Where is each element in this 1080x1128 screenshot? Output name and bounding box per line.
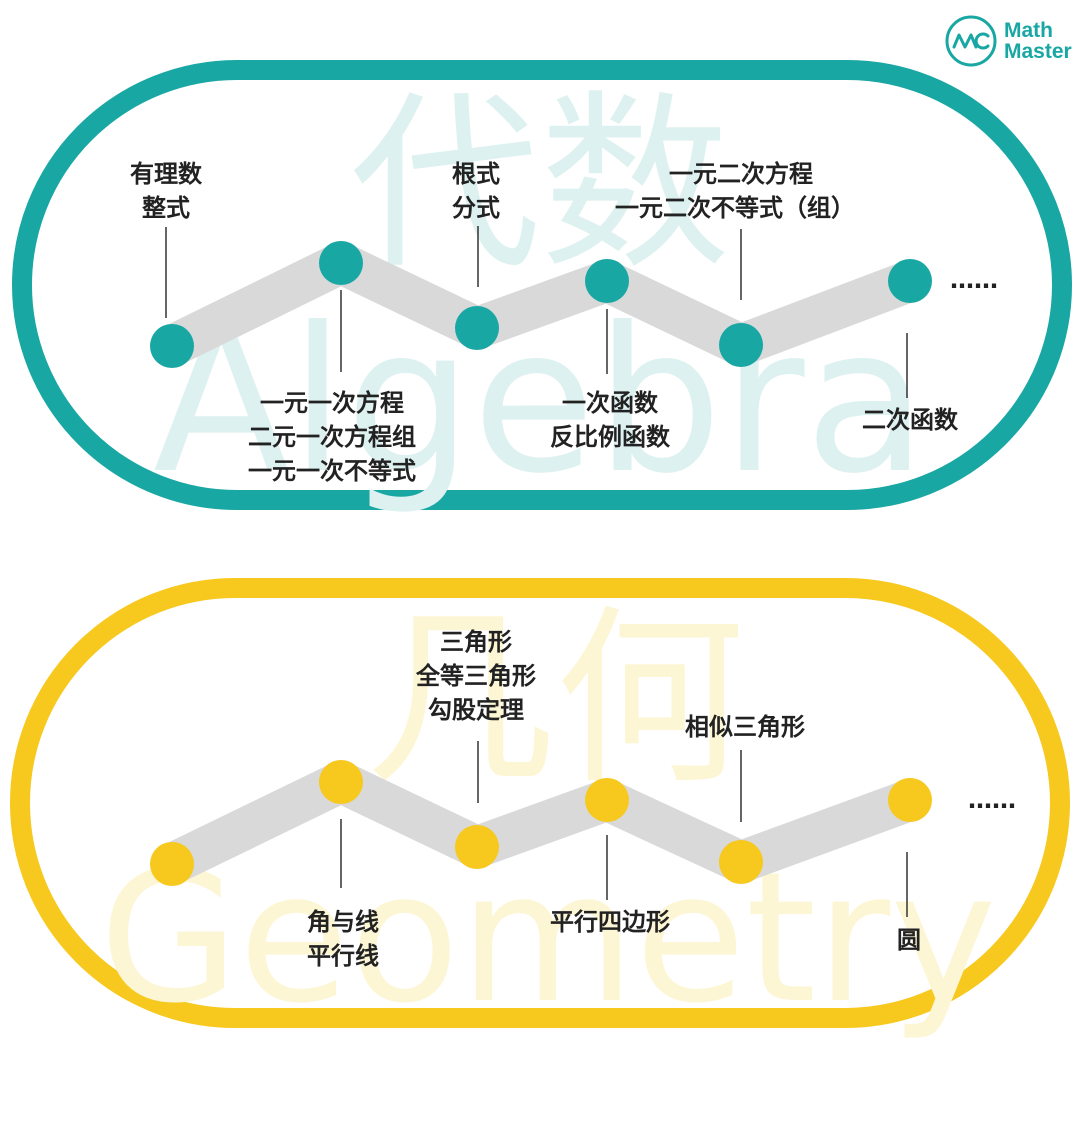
algebra-ellipsis: …… — [950, 266, 998, 294]
algebra-track — [151, 242, 931, 367]
label-triangles: 三角形 — [440, 628, 512, 656]
brand-name: Math Master — [1004, 20, 1072, 62]
geometry-nodes — [150, 760, 932, 886]
algebra-node — [319, 241, 363, 285]
algebra-node — [455, 306, 499, 350]
algebra-watermark-cn: 代数 — [350, 74, 730, 295]
mathmaster-logo-icon — [945, 15, 997, 67]
geometry-ellipsis: …… — [968, 786, 1016, 814]
algebra-node — [888, 259, 932, 303]
geometry-node — [719, 840, 763, 884]
geometry-panel: 几何 Geometry …… 角与线 平行线 三角形 全等三角形 勾股定理 平行… — [10, 578, 1070, 1043]
geometry-node — [319, 760, 363, 804]
label-quadratic-function: 二次函数 — [862, 406, 959, 434]
label-linear-inequality: 一元一次不等式 — [248, 457, 416, 485]
label-linear-system: 二元一次方程组 — [248, 423, 416, 451]
label-quadratic-equation: 一元二次方程 — [669, 160, 813, 188]
label-fractions: 分式 — [452, 194, 500, 222]
label-angles-and-lines: 角与线 — [307, 908, 379, 936]
algebra-node — [719, 323, 763, 367]
label-radicals: 根式 — [452, 160, 500, 188]
geometry-node — [585, 778, 629, 822]
geometry-watermark-cn: 几何 — [365, 589, 745, 810]
algebra-nodes — [150, 241, 932, 368]
label-congruent-triangles: 全等三角形 — [415, 662, 536, 690]
label-inverse-proportion: 反比例函数 — [550, 423, 671, 451]
label-parallelograms: 平行四边形 — [550, 908, 670, 936]
geometry-watermark-en: Geometry — [99, 834, 997, 1043]
algebra-node — [585, 259, 629, 303]
label-linear-function: 一次函数 — [562, 389, 659, 417]
label-pythagorean-theorem: 勾股定理 — [428, 696, 524, 724]
geometry-connectors — [340, 741, 908, 917]
algebra-node — [150, 324, 194, 368]
geometry-labels: 角与线 平行线 三角形 全等三角形 勾股定理 平行四边形 相似三角形 圆 — [307, 628, 921, 970]
geometry-node — [888, 778, 932, 822]
brand-name-line1: Math — [1004, 19, 1053, 42]
geometry-node — [150, 842, 194, 886]
algebra-connectors — [165, 226, 908, 398]
geometry-node — [455, 825, 499, 869]
label-linear-equation: 一元一次方程 — [260, 389, 404, 417]
label-parallel-lines: 平行线 — [307, 942, 379, 970]
algebra-panel: 代数 Algebra …… 有理数 整式 一元一次方程 二元一次方程组 一元一次… — [12, 60, 1072, 518]
geometry-track — [151, 761, 931, 885]
brand-name-line2: Master — [1004, 40, 1072, 63]
label-similar-triangles: 相似三角形 — [685, 713, 805, 741]
label-quadratic-inequality: 一元二次不等式（组） — [615, 194, 855, 222]
label-rational-numbers: 有理数 — [130, 160, 203, 188]
label-polynomials: 整式 — [142, 194, 190, 222]
brand-logo: Math Master — [944, 14, 1072, 68]
label-circles: 圆 — [897, 926, 921, 954]
algebra-labels: 有理数 整式 一元一次方程 二元一次方程组 一元一次不等式 根式 分式 一次函数… — [130, 160, 959, 485]
